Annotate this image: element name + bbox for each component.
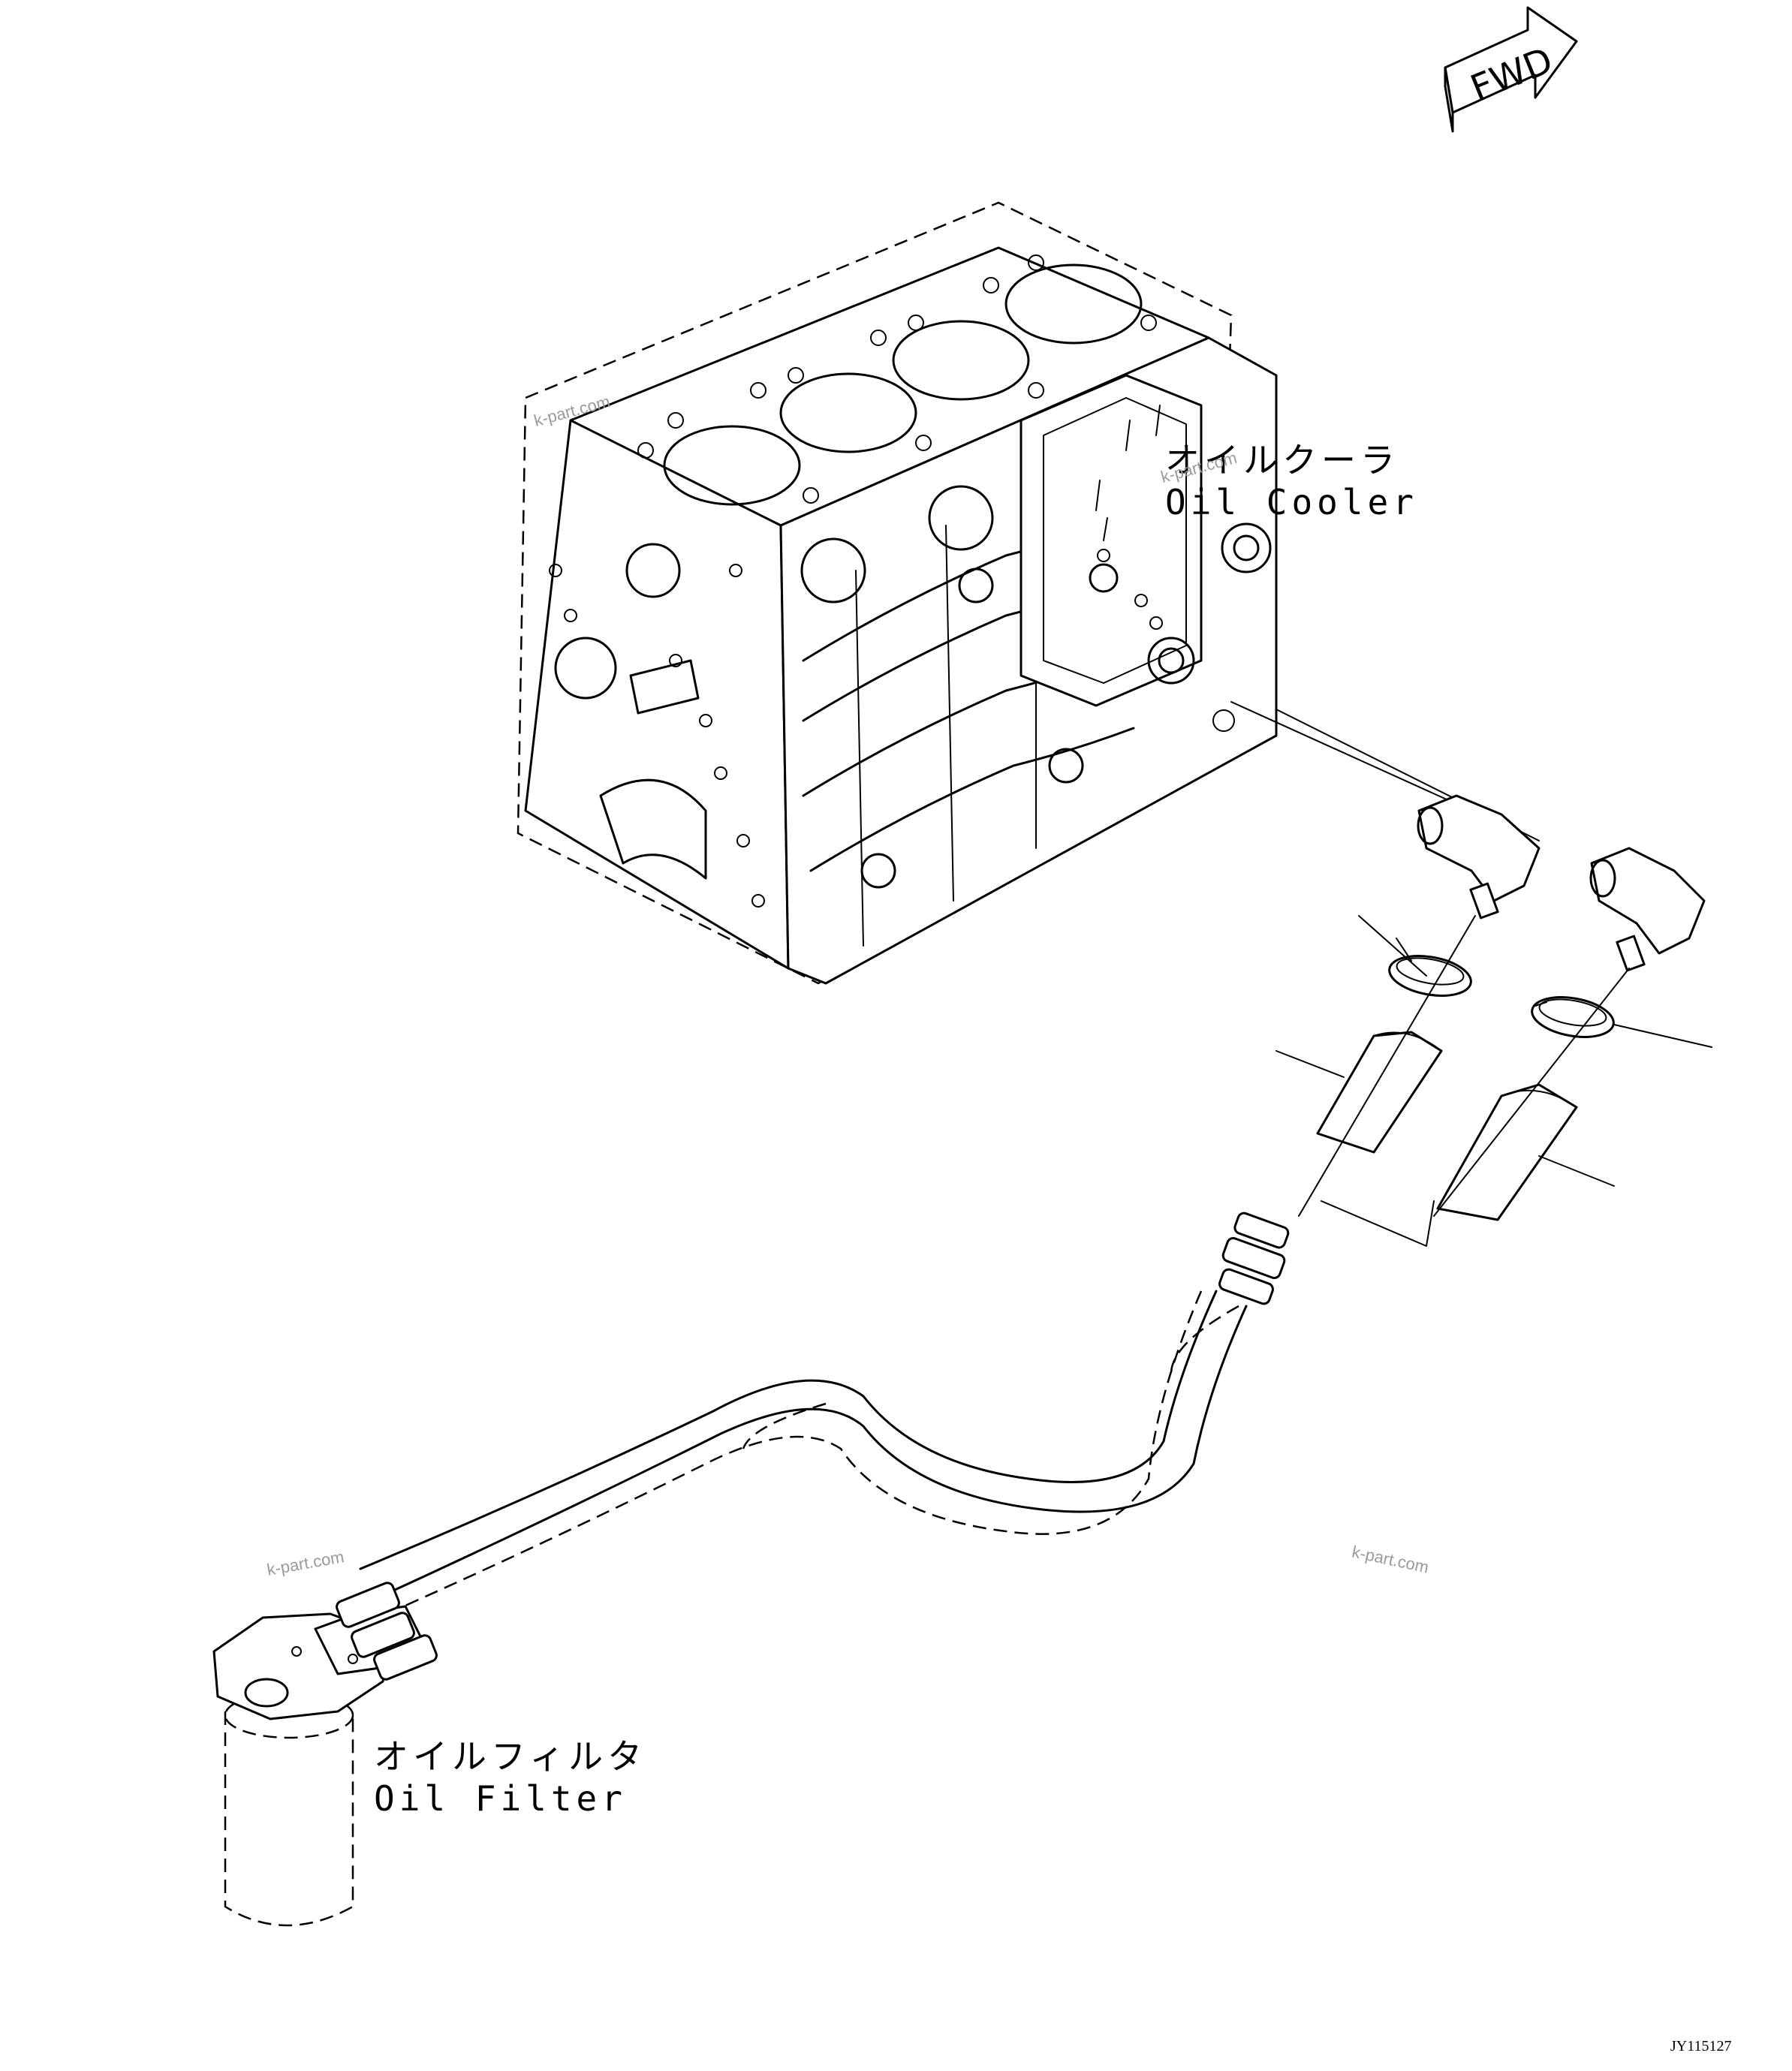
leader-bracket [1321,1200,1435,1247]
filter-fittings [336,1582,438,1681]
hose-clamp-left [1358,915,1472,997]
protective-sleeve-right [1436,1083,1615,1221]
oil-filter [212,1582,438,1927]
hose-assembly [352,1212,1290,1630]
drawing-code: JY115127 [1670,2038,1732,2054]
oil-filter-label: オイルフィルタ Oil Filter [374,1735,646,1820]
hose-clamp-right [1531,996,1712,1048]
engine-block [517,201,1278,985]
oil-cooler-label: オイルクーラ Oil Cooler [1165,439,1418,523]
oil-cooler-label-en: Oil Cooler [1165,482,1418,522]
elbow-fitting-left [1417,794,1541,920]
oil-filter-label-jp: オイルフィルタ [374,1736,647,1777]
elbow-fitting-right [1589,847,1706,972]
oil-cooler-label-jp: オイルクーラ [1165,440,1399,480]
protective-sleeve-left [1275,1031,1443,1154]
hose-centerline [1298,915,1630,1217]
oil-filter-label-en: Oil Filter [374,1778,627,1819]
fwd-arrow-icon: FWD [1444,6,1578,133]
